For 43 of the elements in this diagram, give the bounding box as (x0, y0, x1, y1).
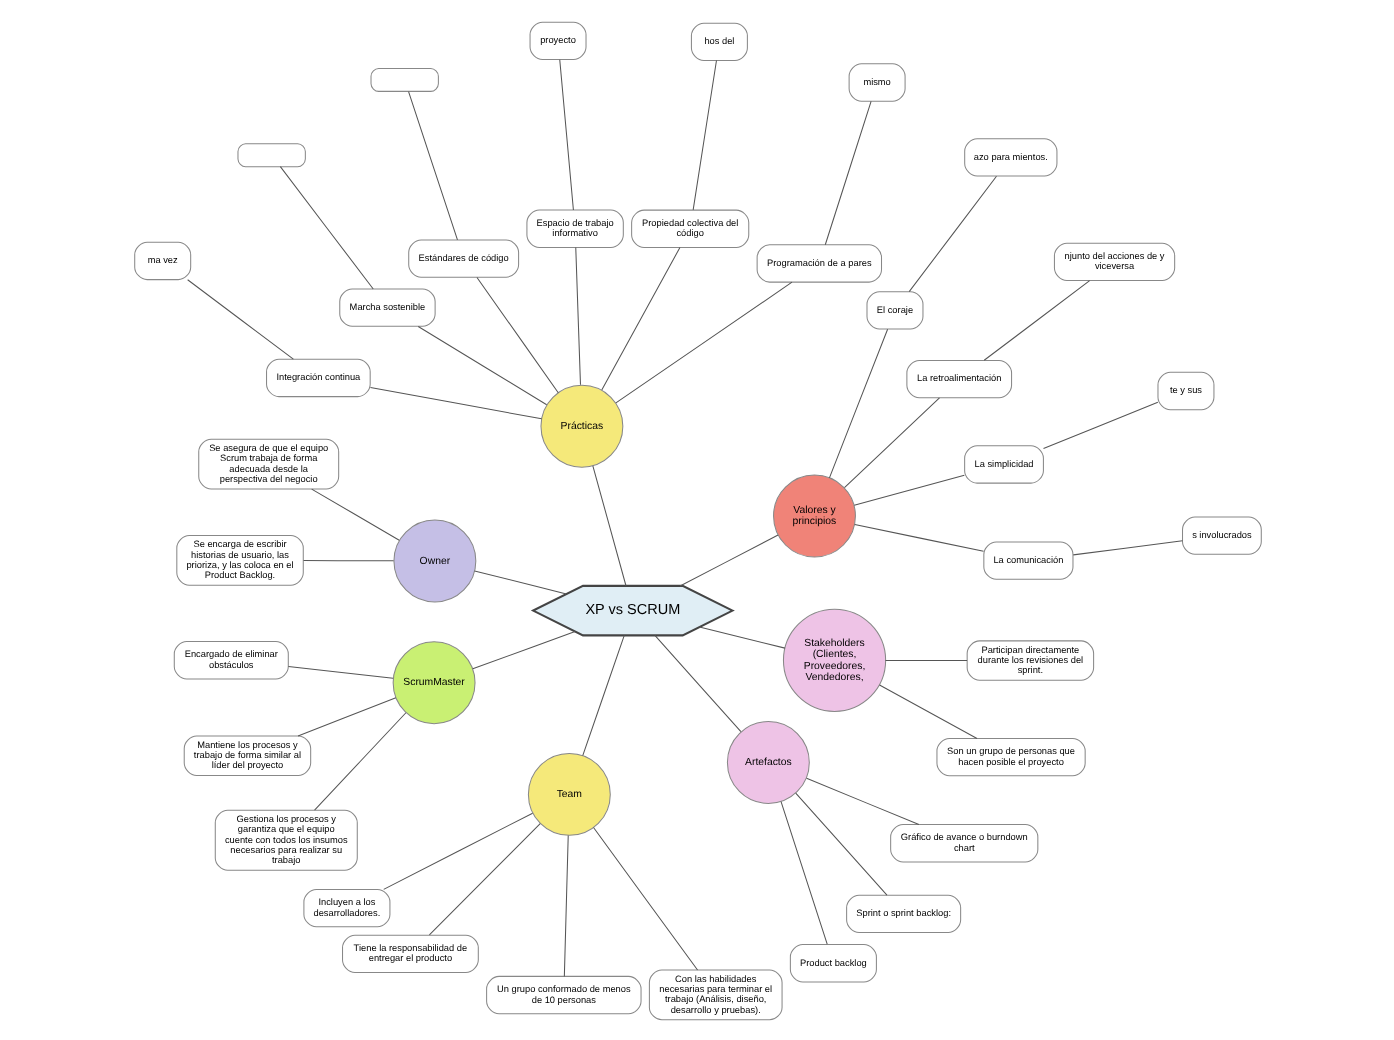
connector (678, 533, 778, 586)
connector (852, 473, 964, 505)
connector (286, 665, 393, 678)
connector (1071, 539, 1183, 555)
connector (427, 822, 540, 935)
connector (407, 90, 457, 240)
connector (475, 275, 558, 393)
connector (907, 174, 996, 292)
connector (600, 245, 680, 390)
connector (310, 487, 399, 540)
node-box (236, 142, 305, 167)
connector (878, 683, 977, 738)
connector (471, 630, 575, 669)
connector (581, 633, 624, 756)
connector (302, 559, 394, 561)
connector (368, 386, 542, 419)
connector (592, 826, 698, 970)
connector (591, 464, 626, 586)
connector (278, 165, 373, 289)
connector (697, 625, 785, 648)
connector (313, 711, 406, 810)
connector (1042, 400, 1158, 449)
connector (691, 59, 716, 210)
connector (853, 522, 984, 551)
connector (296, 696, 396, 736)
connector (653, 633, 741, 732)
connector (614, 280, 792, 403)
connector (574, 245, 580, 385)
connector (883, 658, 967, 661)
connector (779, 800, 827, 944)
connector (794, 791, 887, 895)
node-box (369, 67, 438, 91)
connector (827, 327, 888, 478)
connector (805, 776, 919, 825)
connector (473, 569, 566, 594)
connector (842, 396, 939, 488)
connector (186, 278, 293, 359)
connector (982, 279, 1090, 360)
connector (382, 811, 533, 889)
connector (416, 324, 547, 405)
connector (562, 833, 568, 976)
connector (558, 58, 573, 210)
connector (823, 99, 871, 245)
